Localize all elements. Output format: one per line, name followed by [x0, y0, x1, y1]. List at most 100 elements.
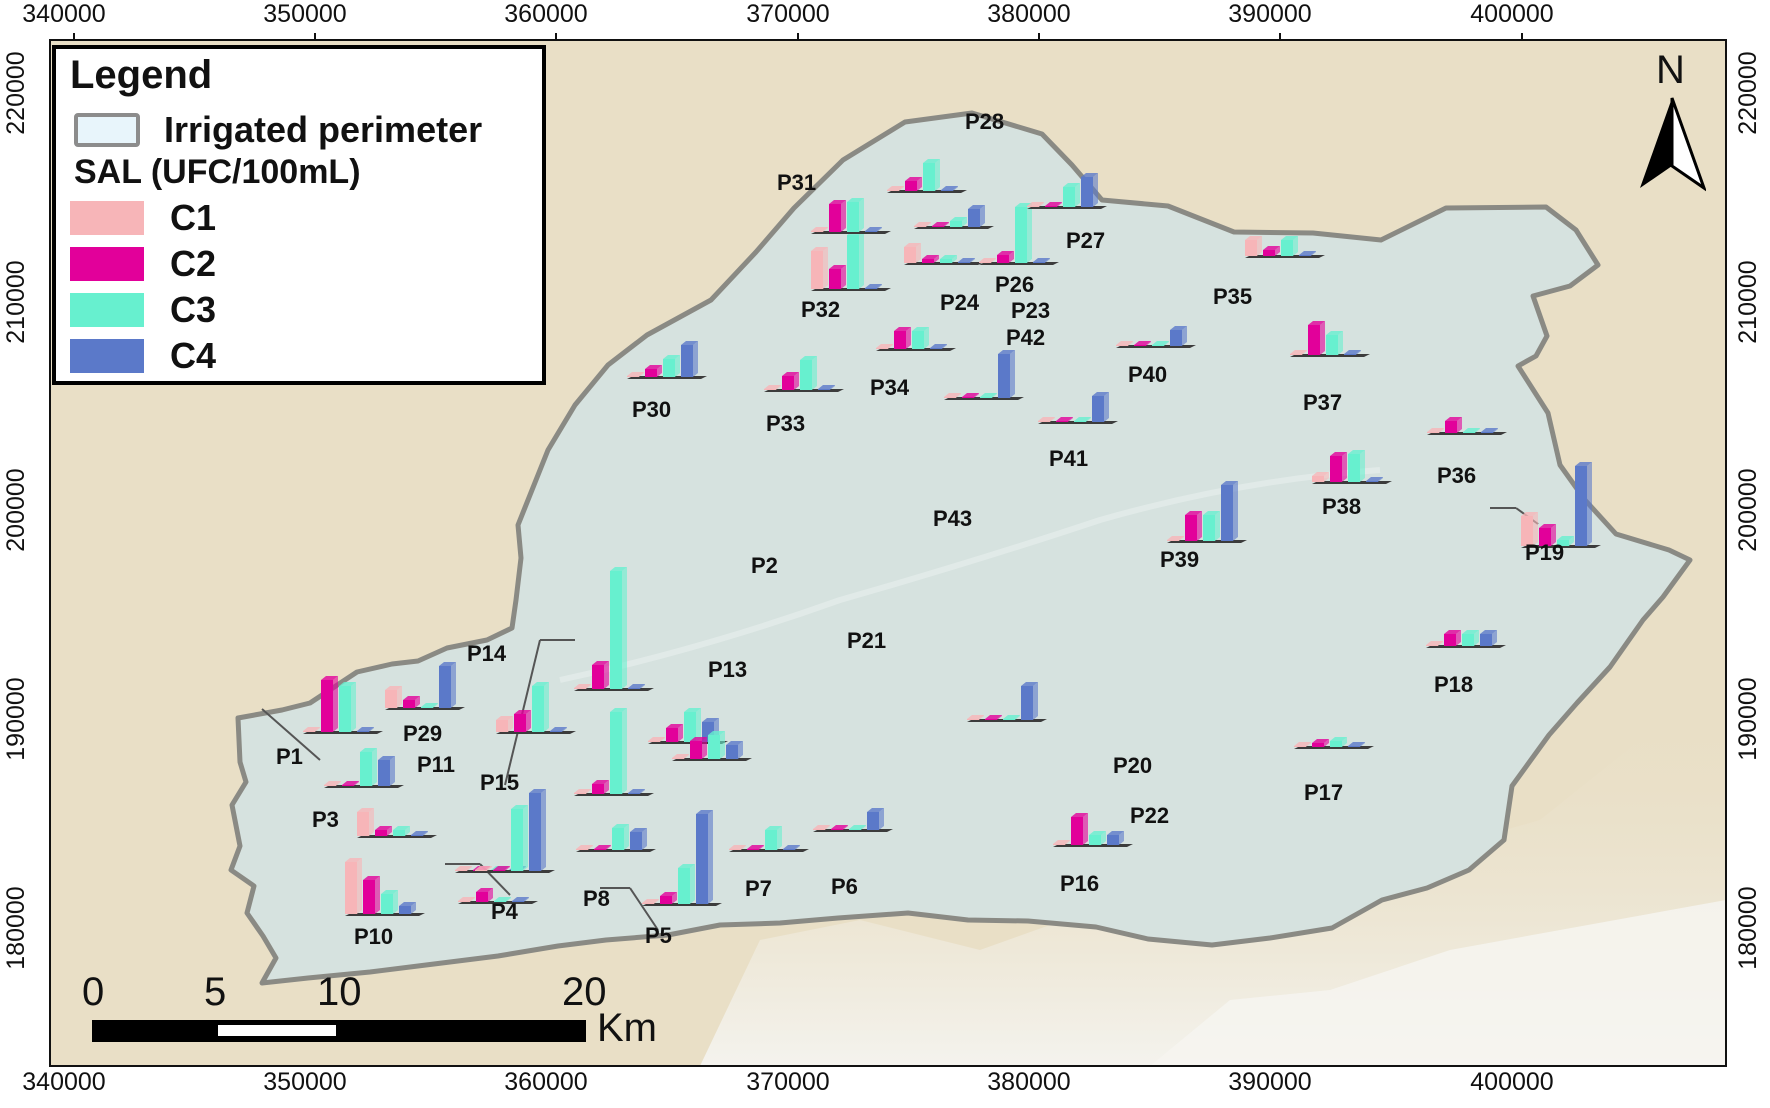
bar-side — [562, 727, 567, 732]
y-tick-right: 220000 — [1734, 51, 1762, 134]
bar-top — [726, 741, 743, 745]
bar — [458, 901, 470, 902]
scale-label-0: 0 — [82, 970, 105, 1014]
bar — [1575, 466, 1587, 546]
bar — [612, 828, 624, 850]
bar — [1348, 746, 1360, 747]
legend-item-c1: C1 — [70, 197, 490, 239]
bar-side — [812, 356, 817, 390]
bar — [726, 745, 738, 759]
point-label-P28: P28 — [965, 109, 1004, 134]
bar-side — [859, 231, 864, 289]
bar-top — [1152, 341, 1169, 345]
bar-side — [1378, 477, 1383, 482]
bar-side — [1045, 258, 1050, 263]
bar-side — [1356, 350, 1361, 355]
bar-top — [1063, 183, 1080, 187]
bar-top — [867, 808, 884, 812]
bar-side — [708, 810, 713, 904]
bar-top — [1167, 536, 1184, 540]
bar-group — [1290, 321, 1370, 357]
bar-group — [1312, 450, 1392, 484]
bar-top — [532, 682, 549, 686]
bar-side — [678, 724, 683, 742]
y-tick-right: 180000 — [1734, 886, 1762, 969]
y-tick-right: 210000 — [1734, 260, 1762, 343]
bar-group — [496, 682, 576, 734]
bar-side — [624, 824, 629, 850]
bar — [1107, 835, 1119, 845]
bar-top — [944, 393, 961, 397]
bar-side — [1164, 341, 1169, 346]
bar-top — [1444, 630, 1461, 634]
bar-top — [381, 890, 398, 894]
bar — [514, 714, 526, 732]
bar-top — [1557, 536, 1574, 540]
bar — [1312, 743, 1324, 747]
bar-side — [953, 186, 958, 191]
bar-top — [1348, 742, 1365, 746]
point-label-P30: P30 — [632, 397, 671, 422]
bar-side — [1456, 630, 1461, 646]
x-tick-top: 350000 — [263, 0, 346, 28]
bar-top — [592, 780, 609, 784]
bar — [1167, 540, 1179, 541]
bar-top — [1539, 524, 1556, 528]
bar — [529, 793, 541, 871]
bar — [690, 741, 702, 759]
bar-top — [403, 696, 420, 700]
bar-top — [905, 177, 922, 181]
bar — [979, 262, 991, 263]
bar-top — [493, 866, 510, 870]
bar-top — [1107, 831, 1124, 835]
bar — [1366, 481, 1378, 482]
point-label-P6: P6 — [831, 874, 858, 899]
bar-side — [974, 393, 979, 398]
bar — [818, 389, 830, 390]
bar-side — [926, 222, 931, 227]
bar-side — [888, 344, 893, 349]
bar-group — [303, 676, 383, 734]
bar-top — [1071, 813, 1088, 817]
point-label-P42: P42 — [1006, 325, 1045, 350]
bar — [1089, 835, 1101, 845]
bar-side — [794, 372, 799, 390]
bar — [782, 376, 794, 390]
bar-side — [1324, 739, 1329, 747]
bar — [950, 221, 962, 227]
point-label-P29: P29 — [403, 721, 442, 746]
bar — [592, 784, 604, 794]
bar-top — [512, 897, 529, 901]
perimeter-label: Irrigated perimeter — [164, 109, 483, 150]
bar — [1203, 515, 1215, 541]
point-label-P22: P22 — [1130, 803, 1169, 828]
bar-top — [1366, 477, 1383, 481]
scale-label-5: 5 — [204, 970, 227, 1014]
bar — [867, 812, 879, 830]
bar-group — [1245, 236, 1325, 258]
bar-top — [672, 754, 689, 758]
bar-top — [1294, 742, 1311, 746]
bar-side — [859, 198, 864, 232]
bar-top — [1462, 630, 1479, 634]
bar-group — [576, 824, 656, 852]
x-tick-top: 340000 — [22, 0, 105, 28]
bar-side — [942, 344, 947, 349]
point-label-P18: P18 — [1434, 672, 1473, 697]
bar-side — [375, 876, 380, 914]
bar — [905, 181, 917, 191]
point-label-P8: P8 — [583, 886, 610, 911]
bar-side — [586, 789, 591, 794]
bar — [439, 666, 451, 708]
bar — [660, 896, 672, 904]
bar-top — [378, 756, 395, 760]
bar — [923, 163, 935, 191]
bar-side — [1197, 511, 1202, 541]
bar — [1308, 325, 1320, 355]
bar-side — [640, 684, 645, 689]
bar-side — [1360, 450, 1365, 482]
bar-side — [877, 227, 882, 232]
bar-top — [324, 781, 341, 785]
bar-top — [1081, 173, 1098, 177]
